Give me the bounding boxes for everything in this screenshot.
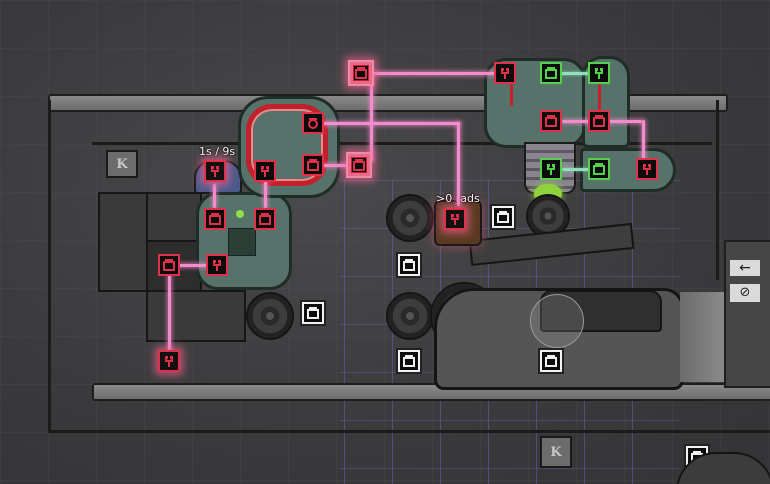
wire-topright-elbow [642,120,645,162]
conveyor-input-port[interactable] [158,254,180,276]
topright-green-socket-2[interactable] [588,158,610,180]
conveyor-block-1 [98,192,148,292]
unwired-socket-2[interactable] [396,252,422,278]
fork-plug-icon [451,214,459,225]
topright-fork-port-1[interactable] [494,62,516,84]
socket-icon [163,259,175,271]
wire-ring-to-port [322,164,352,167]
k-tank-bottom: K [540,436,572,468]
ring-output-port[interactable] [346,152,372,178]
signal-counter-port[interactable] [348,60,374,86]
timer-label: 1s / 9s [199,145,236,158]
unwired-socket-3[interactable] [300,300,326,326]
wire-ring-down [264,180,267,208]
wire-green-top [560,72,590,75]
wire-red-internal-1 [510,84,513,106]
no-entry-sign-icon: ⊘ [730,284,760,302]
topright-green-fork-1[interactable] [588,62,610,84]
socket-icon [593,163,605,175]
fork-plug-icon [643,164,651,175]
socket-icon [307,307,319,319]
fork-plug-icon [213,260,221,271]
ring-reset-port[interactable] [302,112,324,134]
left-gate-input-a[interactable] [204,208,226,230]
fork-plug-icon [261,166,269,177]
left-arrow-sign-icon: ← [730,260,760,276]
unwired-socket-4[interactable] [396,348,422,374]
gate-core [228,228,256,256]
socket-icon [353,159,365,171]
bottom-frame-pipe [48,430,770,433]
topright-green-fork-2[interactable] [540,158,562,180]
left-gate-input-b[interactable] [254,208,276,230]
ring-input-port[interactable] [302,154,324,176]
fork-plug-icon [501,68,509,79]
fork-plug-icon [547,164,555,175]
gear-wheel-2 [386,292,434,340]
left-gate-output[interactable] [206,254,228,276]
fork-plug-icon [165,356,173,367]
socket-icon [403,355,415,367]
socket-icon [209,213,221,225]
topright-fork-port-3[interactable] [636,158,658,180]
buffer-ring-outline [246,104,328,186]
socket-icon [307,159,319,171]
socket-icon [545,115,557,127]
bunker-shroud [680,292,724,382]
astronaut-helmet [530,294,584,348]
socket-icon [545,67,557,79]
conveyor-block-3 [146,290,246,342]
wire-right-down [457,122,460,206]
socket-icon [545,355,557,367]
wire-ring-to-right [322,122,460,125]
socket-icon [355,67,367,79]
wire-left-down [168,274,171,352]
wire-timer-down [213,184,216,208]
gear-wheel-3 [246,292,294,340]
wire-red-internal-2 [598,84,601,112]
socket-icon [259,213,271,225]
green-indicator [236,210,244,218]
k-letter-icon: K [116,156,128,172]
topright-green-socket-1[interactable] [540,62,562,84]
timer-output-port[interactable] [204,160,226,182]
unwired-socket-1[interactable] [490,204,516,230]
wire-counter-to-topright [364,72,496,75]
k-letter-icon: K [550,444,562,460]
radiation-output-port[interactable] [444,208,466,230]
wire-counter-down [370,76,373,162]
reset-socket-icon [308,118,318,129]
fork-plug-icon [211,166,219,177]
left-frame-pipe [48,100,51,430]
unwired-socket-5[interactable] [538,348,564,374]
topright-socket-2[interactable] [540,110,562,132]
socket-icon [593,115,605,127]
inner-frame-top [92,142,712,145]
socket-icon [403,259,415,271]
gear-wheel-1 [386,194,434,242]
ring-fork-port[interactable] [254,160,276,182]
topright-socket-3[interactable] [588,110,610,132]
bottom-left-output-port[interactable] [158,350,180,372]
fork-plug-icon [595,68,603,79]
right-frame-pipe [716,100,719,280]
wire-green-lower [562,168,590,171]
socket-icon [497,211,509,223]
conveyor-block-2 [146,192,202,242]
wire-left-horizontal [178,264,208,267]
k-tank-top-left: K [106,150,138,178]
